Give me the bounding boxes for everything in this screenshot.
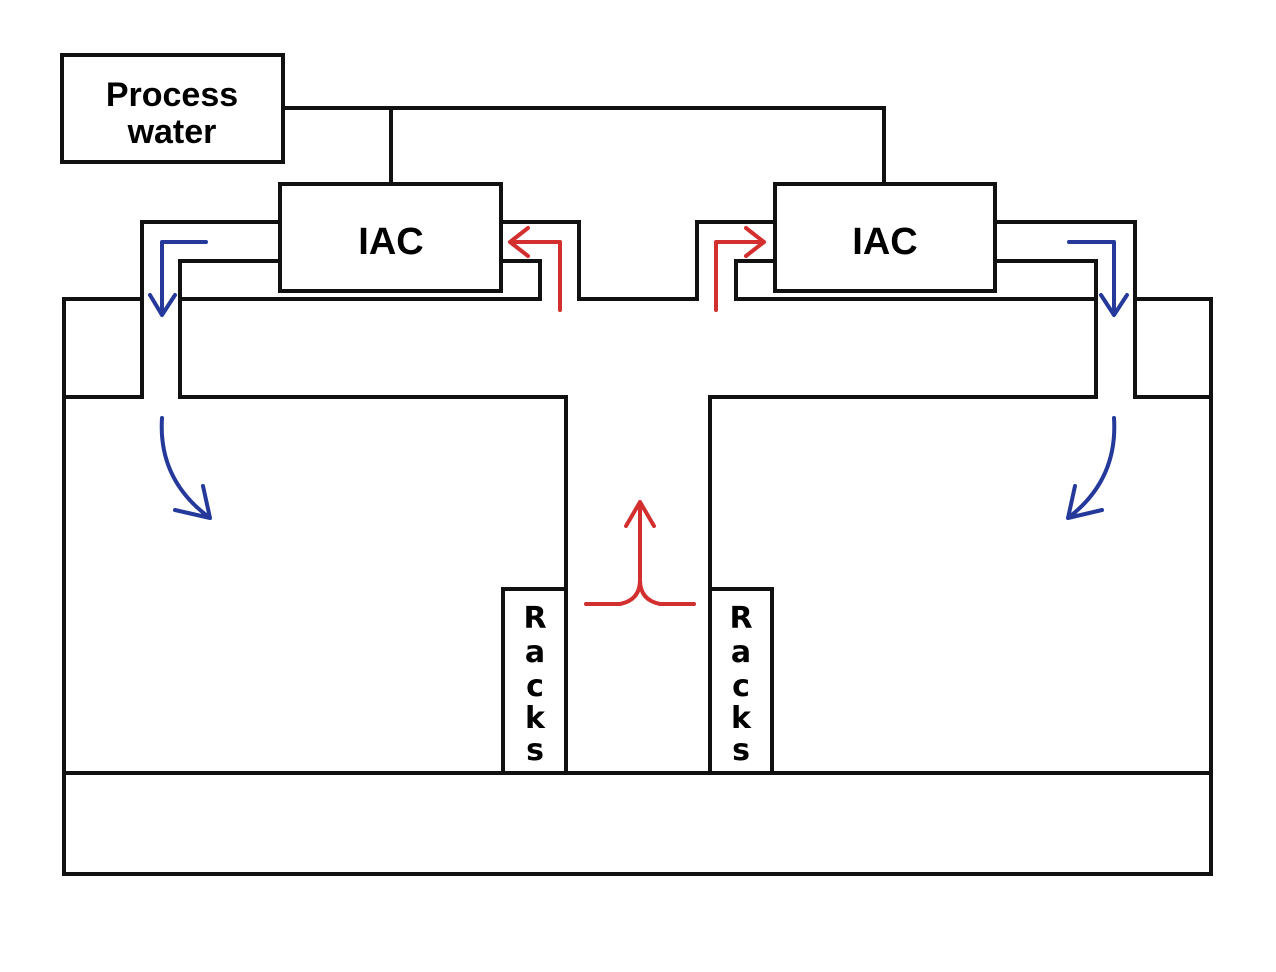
rack-right-letter: a xyxy=(731,635,751,670)
rack-right-letter: s xyxy=(732,733,750,768)
rack-left-letter: c xyxy=(526,669,544,704)
hot-aisle-left-wall xyxy=(178,395,568,591)
hot-aisle-right-wall xyxy=(708,395,1098,591)
left-supply-duct-inner xyxy=(178,259,282,399)
iac-unit-left: IAC xyxy=(278,182,503,293)
cold-air-arrows xyxy=(148,240,1129,520)
process-water-pipe xyxy=(281,106,886,186)
rack-left-letter: R xyxy=(523,601,546,636)
cold-air-supply-left-arrow xyxy=(148,240,208,317)
room-outline xyxy=(62,297,1213,876)
iac-left-label: IAC xyxy=(358,221,423,263)
rack-left: R a c k s xyxy=(501,587,568,775)
iac-right-label: IAC xyxy=(852,221,917,263)
rack-right: R a c k s xyxy=(708,587,774,775)
right-supply-duct-inner xyxy=(993,259,1098,399)
cold-air-room-left-arrow xyxy=(159,416,212,520)
return-plenum-top-left xyxy=(178,259,542,301)
left-supply-duct-outer xyxy=(140,220,282,399)
rack-left-letter: k xyxy=(525,701,546,736)
process-water-label-line1: Process xyxy=(106,76,238,114)
rack-right-letter: k xyxy=(731,701,752,736)
room-structure xyxy=(62,106,1213,876)
right-supply-duct-outer xyxy=(993,220,1137,399)
rack-left-letter: s xyxy=(526,733,544,768)
rack-left-letter: a xyxy=(525,635,545,670)
return-plenum-top-right xyxy=(734,259,1098,301)
cold-air-room-right-arrow xyxy=(1066,416,1117,520)
hot-air-merge-arrow xyxy=(584,500,696,606)
process-water-label-line2: water xyxy=(127,113,217,151)
hot-air-arrows xyxy=(508,226,766,606)
return-plenum-top-mid xyxy=(498,220,777,301)
cold-air-supply-right-arrow xyxy=(1067,240,1129,317)
hot-air-return-left-arrow xyxy=(508,226,562,312)
rack-right-letter: R xyxy=(729,601,752,636)
iac-unit-right: IAC xyxy=(773,182,997,293)
process-water-box: Process water xyxy=(60,53,285,164)
hot-air-return-right-arrow xyxy=(714,226,766,312)
rack-right-letter: c xyxy=(732,669,750,704)
